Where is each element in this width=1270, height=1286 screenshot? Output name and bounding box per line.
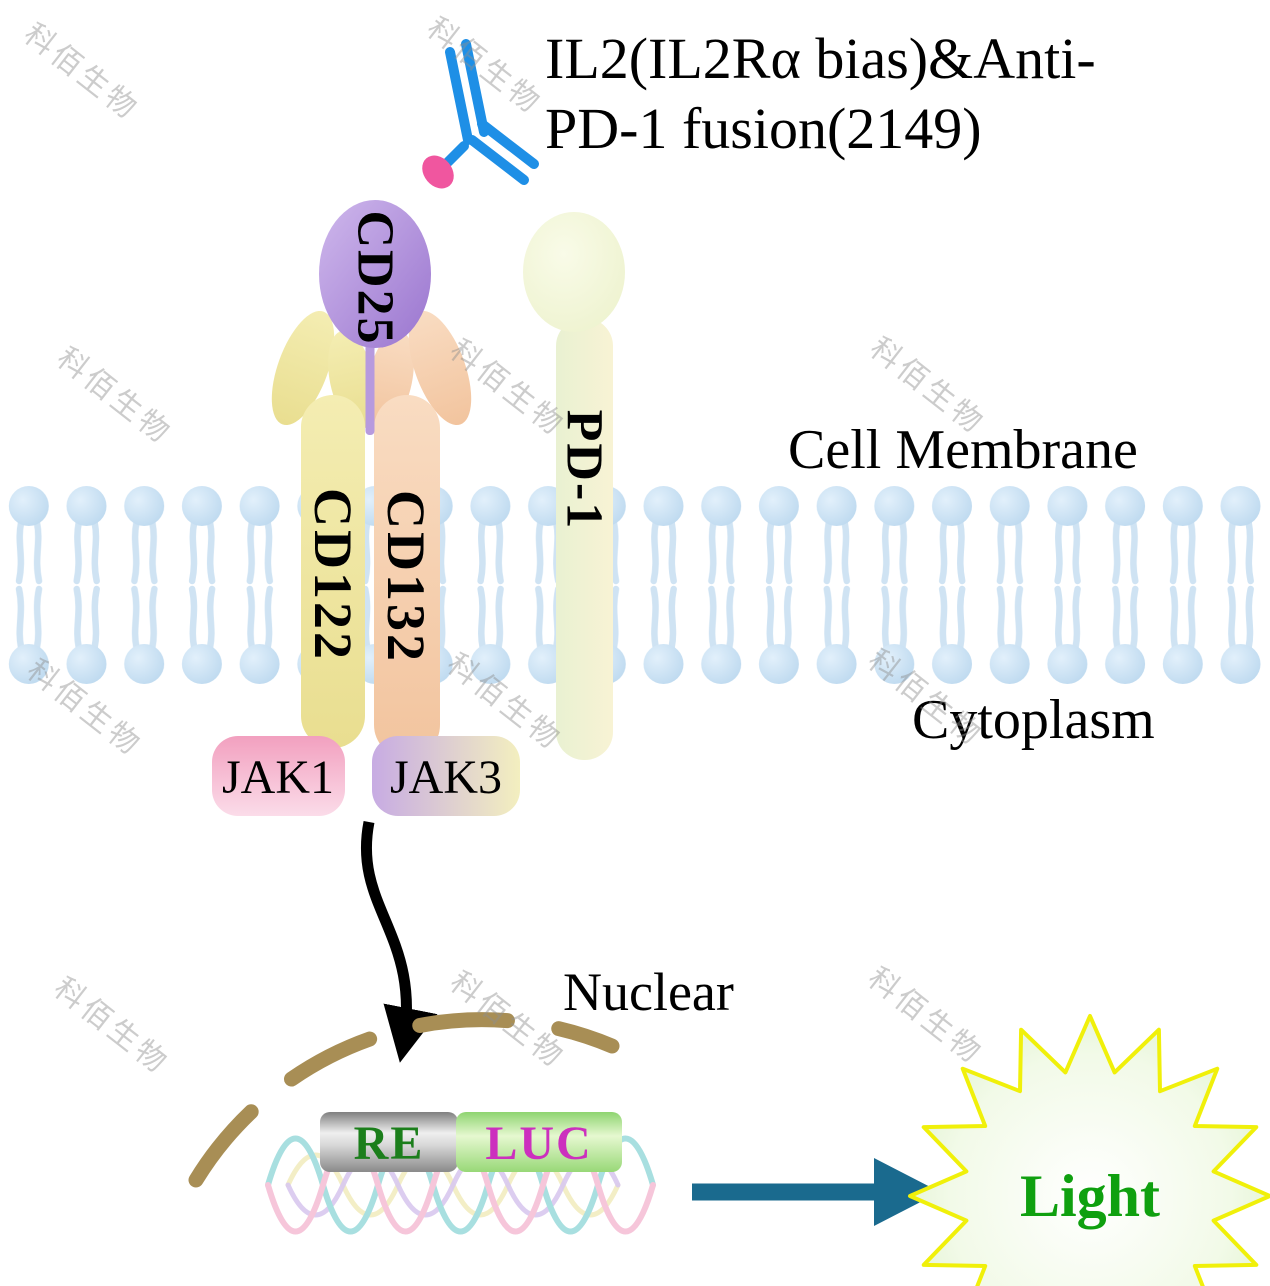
signal-arrow: [360, 820, 438, 1063]
output-arrow-head: [874, 1158, 940, 1226]
cd122-stalk: [301, 395, 365, 748]
cd132-right-arm: [408, 310, 472, 426]
title-line-2: PD-1 fusion(2149): [545, 96, 982, 161]
membrane-lipid-bottom-row: [0, 585, 1270, 685]
cell-membrane-label: Cell Membrane: [788, 419, 1138, 481]
luc-box: [456, 1112, 622, 1172]
cd25-receptor: CD25: [319, 200, 431, 348]
re-box: [320, 1112, 458, 1172]
antibody-stem-line: [477, 119, 539, 169]
jak1-box: [212, 736, 345, 816]
pd1-label: PD-1: [556, 410, 613, 531]
cytoplasm-label: Cytoplasm: [912, 689, 1155, 751]
antibody-stem-line: [467, 135, 529, 185]
cd132-label: CD132: [376, 490, 436, 664]
cd122-receptor: [271, 310, 376, 748]
dna-strand-cyan: [265, 1135, 656, 1235]
re-element: RE: [320, 1112, 458, 1172]
dna-strand-lavender: [285, 1152, 621, 1218]
light-burst-shape: [908, 1014, 1270, 1286]
cd132-receptor: [366, 310, 472, 758]
luc-label: LUC: [485, 1117, 592, 1170]
light-burst: Light: [908, 1014, 1270, 1286]
pd1-receptor: PD-1: [523, 212, 625, 760]
title-line-1: IL2(IL2Rα bias)&Anti-: [545, 26, 1096, 91]
membrane-lipid-top-row: [0, 485, 1270, 585]
antibody-binding-dot: [422, 155, 454, 189]
cd25-label: CD25: [347, 210, 404, 345]
jak3-label: JAK3: [390, 751, 502, 804]
cd122-left-arm: [271, 310, 335, 426]
jak1-label: JAK1: [222, 751, 334, 804]
jak1-kinase: JAK1: [212, 736, 345, 816]
antibody-icon: [422, 39, 539, 189]
pd1-stalk: [556, 318, 613, 760]
cd25-head: [319, 200, 431, 348]
jak3-kinase: JAK3: [372, 736, 520, 816]
cd25-stem: [365, 335, 375, 435]
cell-membrane: [0, 485, 1270, 685]
antibody-arm-line: [445, 47, 473, 145]
cd122-label: CD122: [303, 488, 363, 662]
antibody-arm-line: [461, 39, 489, 137]
antibody-hinge-line: [443, 141, 469, 167]
output-arrow: [692, 1158, 940, 1226]
pd1-head: [523, 212, 625, 332]
luc-element: LUC: [456, 1112, 622, 1172]
nuclear-envelope: [188, 1012, 620, 1188]
cd132-stalk: [374, 395, 440, 758]
light-label: Light: [1020, 1163, 1160, 1229]
re-label: RE: [354, 1117, 425, 1170]
jak3-box: [372, 736, 520, 816]
nuclear-label: Nuclear: [563, 962, 734, 1022]
